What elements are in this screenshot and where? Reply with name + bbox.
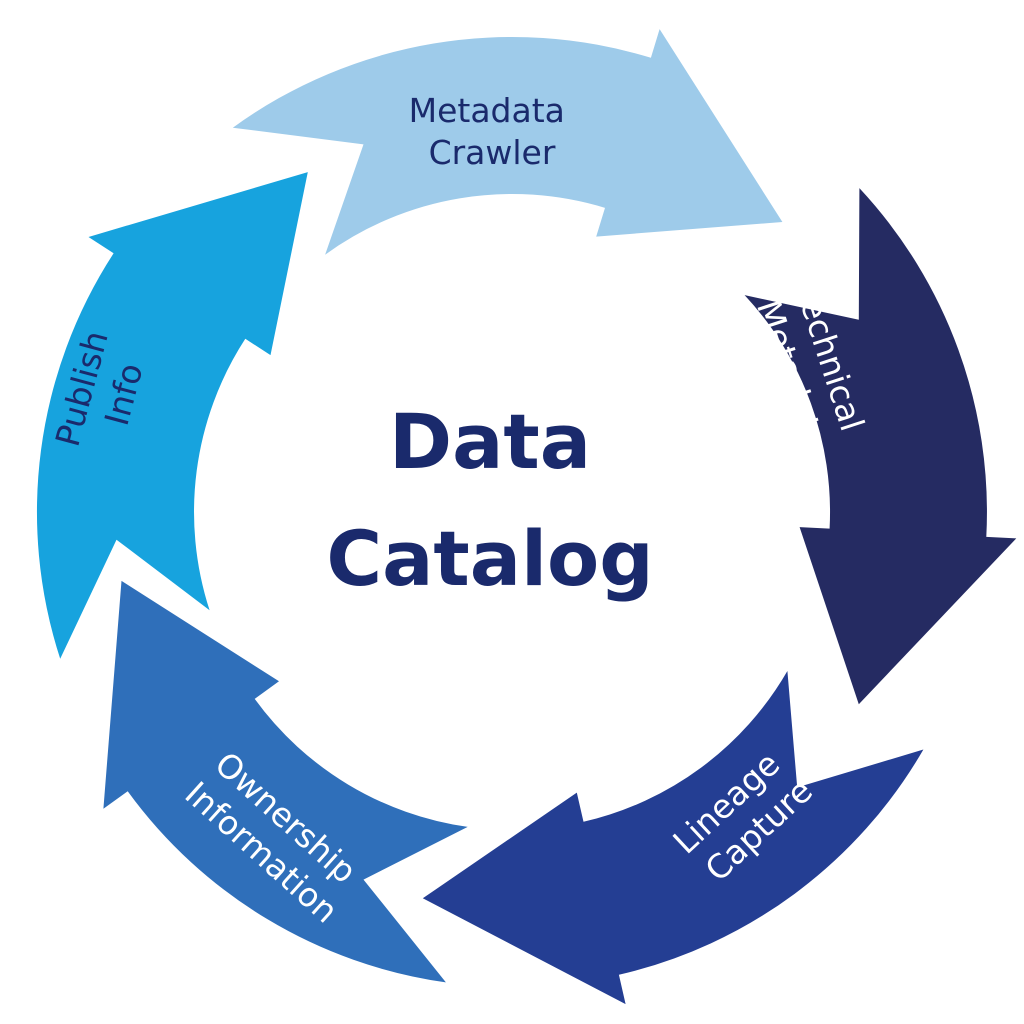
center-title-line2: Catalog: [326, 514, 653, 603]
center-title-line1: Data: [389, 397, 591, 486]
cycle-arrows: [31, 23, 1023, 1011]
metadata-crawler-label-line2: Crawler: [429, 133, 556, 172]
ownership-information-arrow: [97, 574, 474, 989]
lineage-capture-arrow: [416, 665, 930, 1011]
technical-metadata-arrow: [738, 182, 1023, 711]
publish-info-arrow: [31, 166, 314, 665]
metadata-crawler-label-line1: Metadata: [409, 91, 565, 130]
metadata-crawler-arrow: [226, 23, 789, 261]
metadata-crawler-label: Metadata Crawler: [409, 91, 576, 172]
center-title: Data Catalog: [326, 397, 653, 603]
